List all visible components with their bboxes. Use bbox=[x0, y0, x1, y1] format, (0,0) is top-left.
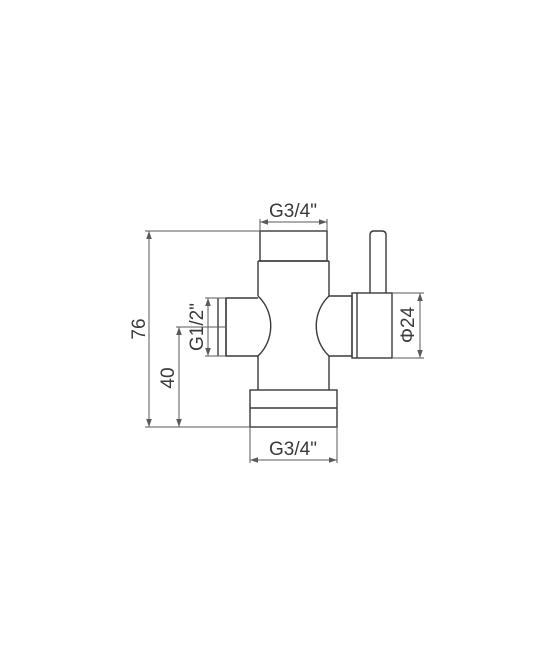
body-lower bbox=[257, 356, 330, 390]
dim-outlet-height: 40 bbox=[158, 326, 226, 427]
handle-cap bbox=[351, 292, 393, 359]
top-thread-label: G3/4" bbox=[269, 201, 317, 222]
body-upper bbox=[257, 260, 330, 296]
handle-hub bbox=[329, 295, 353, 357]
dim-total-height: 76 bbox=[129, 230, 260, 428]
bottom-thread-label: G3/4" bbox=[269, 439, 317, 460]
top-thread-nipple bbox=[259, 230, 328, 262]
dim-bottom-thread: G3/4" bbox=[249, 427, 338, 463]
left-saddle bbox=[257, 295, 272, 357]
dim-handle-diameter: Φ24 bbox=[392, 292, 424, 359]
handle-diameter-label: Φ24 bbox=[398, 306, 419, 343]
handle-assembly bbox=[329, 230, 393, 359]
outlet-height-label: 40 bbox=[158, 367, 179, 388]
right-saddle bbox=[315, 295, 330, 357]
valve-body bbox=[249, 230, 338, 428]
dim-top-thread: G3/4" bbox=[259, 201, 328, 231]
side-outlet-outline bbox=[225, 297, 258, 357]
total-height-label: 76 bbox=[129, 318, 150, 339]
handle-lever bbox=[369, 230, 387, 293]
